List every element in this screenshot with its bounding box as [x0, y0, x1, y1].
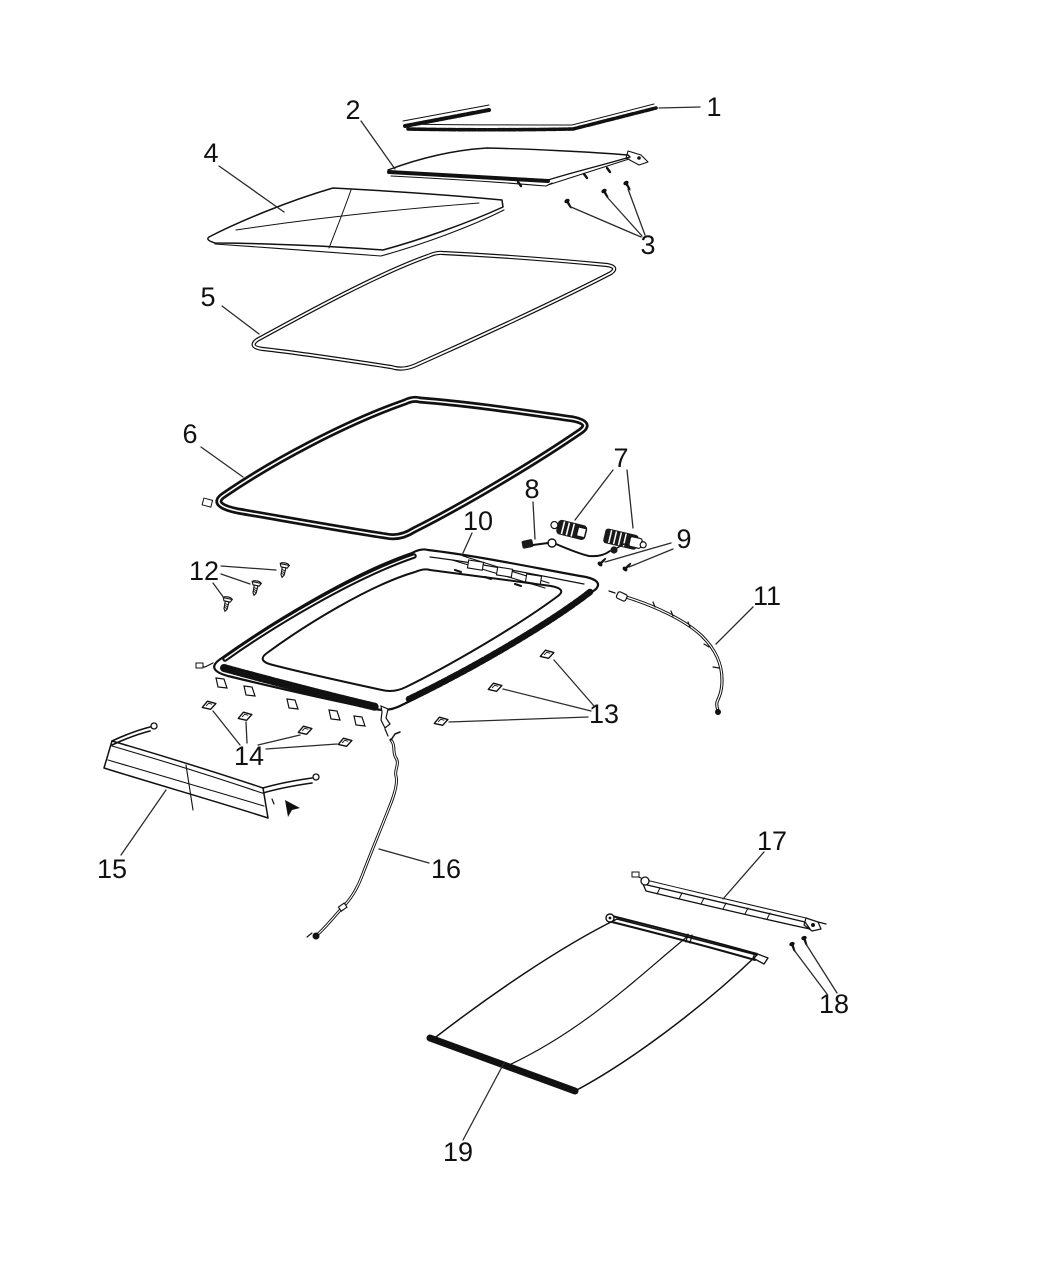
- callout-14: 14: [234, 741, 264, 771]
- part-1-deflector-strips: [402, 103, 701, 132]
- callout-19: 19: [443, 1137, 473, 1167]
- part-12-frame-screws: [212, 561, 291, 613]
- part-3-screws: [563, 179, 646, 238]
- callout-8: 8: [524, 474, 539, 504]
- part-7-sunroof-motors: [550, 469, 647, 550]
- callout-5: 5: [200, 282, 215, 312]
- callout-4: 4: [203, 138, 218, 168]
- part-14-clips: [200, 699, 354, 750]
- callout-3: 3: [640, 230, 655, 260]
- part-2-front-glass-panel: [360, 120, 649, 188]
- part-5-glass-seal: [221, 250, 617, 371]
- callout-2: 2: [345, 95, 360, 125]
- callout-15: 15: [97, 854, 127, 884]
- part-19-sunshade: [426, 913, 769, 1141]
- part-17-sunshade-rail: [631, 851, 827, 932]
- callout-6: 6: [182, 419, 197, 449]
- part-4-fixed-glass-panel: [207, 165, 505, 257]
- part-16-drain-hose-rear: [306, 731, 430, 940]
- callout-11: 11: [753, 581, 781, 611]
- callout-12: 12: [189, 556, 219, 586]
- part-18-screws: [788, 935, 838, 995]
- callout-7: 7: [613, 443, 628, 473]
- callout-16: 16: [431, 854, 461, 884]
- part-9-screws: [596, 542, 674, 573]
- callout-13: 13: [589, 699, 619, 729]
- part-6-frame-seal: [200, 395, 589, 541]
- part-8-wiring-harness: [521, 501, 630, 558]
- callout-labels: 1 2 3 4 5 6 7 8 9 10 11 12 13 14 15 16 1…: [97, 92, 849, 1167]
- callout-18: 18: [819, 989, 849, 1019]
- part-13-clips: [432, 648, 595, 728]
- part-10-sunroof-frame: [195, 532, 600, 737]
- part-11-drain-hose-front: [608, 590, 754, 715]
- callout-10: 10: [463, 506, 493, 536]
- callout-1: 1: [706, 92, 721, 122]
- part-15-wind-deflector: [103, 722, 320, 856]
- callout-17: 17: [757, 826, 787, 856]
- callout-9: 9: [676, 524, 691, 554]
